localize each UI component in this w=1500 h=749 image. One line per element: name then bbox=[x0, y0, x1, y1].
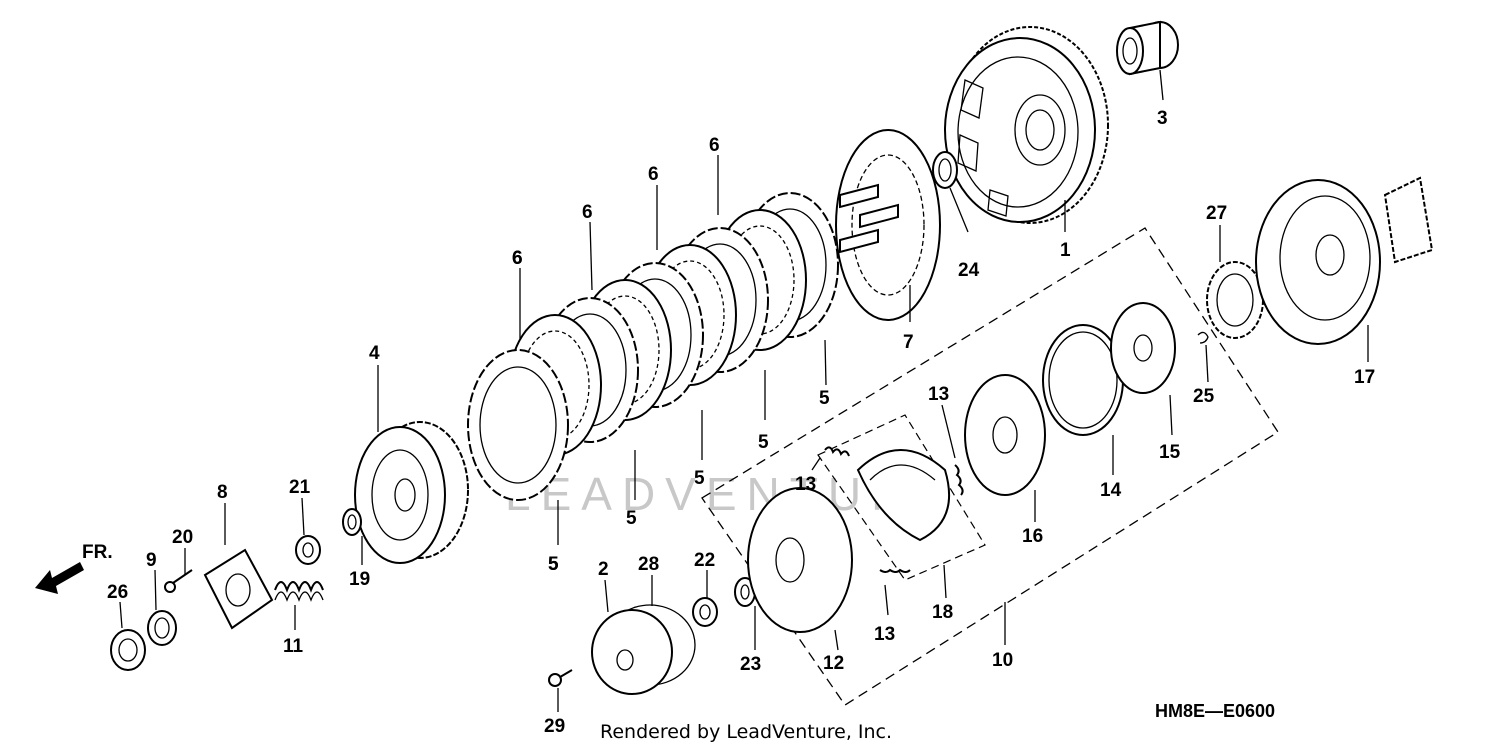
label-3: 3 bbox=[1157, 108, 1168, 129]
label-6: 6 bbox=[512, 248, 523, 269]
render-credit: Rendered by LeadVenture, Inc. bbox=[600, 721, 892, 743]
part-13-spring[interactable] bbox=[954, 464, 964, 496]
front-direction-arrow: FR. bbox=[35, 542, 113, 594]
label-20: 20 bbox=[172, 527, 193, 548]
label-16: 16 bbox=[1022, 526, 1043, 547]
label-7: 7 bbox=[903, 332, 914, 353]
part-13-spring[interactable] bbox=[879, 568, 911, 573]
label-24: 24 bbox=[958, 260, 980, 281]
part-15-plate[interactable] bbox=[1110, 302, 1176, 394]
label-11: 11 bbox=[283, 636, 304, 657]
part-26-bearing[interactable] bbox=[110, 629, 146, 671]
label-13: 13 bbox=[874, 624, 895, 645]
label-21: 21 bbox=[289, 477, 311, 498]
part-21-nut[interactable] bbox=[295, 535, 321, 565]
label-6: 6 bbox=[512, 248, 523, 269]
label-15: 15 bbox=[1159, 442, 1181, 463]
label-6: 6 bbox=[582, 202, 593, 223]
part-11-spring[interactable] bbox=[274, 581, 324, 602]
assembly-outline-10 bbox=[701, 227, 1279, 706]
label-29: 29 bbox=[544, 716, 565, 737]
part-5-friction-disc[interactable] bbox=[467, 349, 569, 501]
label-14: 14 bbox=[1100, 480, 1122, 501]
label-27: 27 bbox=[1206, 203, 1227, 224]
label-2: 2 bbox=[598, 559, 609, 580]
part-2-cover[interactable] bbox=[591, 609, 673, 695]
assembly-outline-18 bbox=[817, 414, 986, 581]
part-1-clutch-outer[interactable] bbox=[944, 26, 1109, 224]
label-17: 17 bbox=[1354, 367, 1375, 388]
label-12: 12 bbox=[823, 653, 844, 674]
label-5: 5 bbox=[694, 468, 705, 489]
part-8-lifter-plate[interactable] bbox=[203, 548, 274, 630]
part-9-bearing[interactable] bbox=[147, 610, 177, 646]
label-10: 10 bbox=[992, 650, 1013, 671]
part-20-bolt[interactable] bbox=[164, 569, 193, 593]
figure-code: HM8E—E0600 bbox=[1155, 701, 1275, 721]
label-5: 5 bbox=[819, 388, 830, 409]
part-4-clutch-center[interactable] bbox=[354, 421, 469, 564]
part-22-nut[interactable] bbox=[692, 597, 718, 627]
label-25: 25 bbox=[1193, 386, 1215, 407]
part-3-collar[interactable] bbox=[1116, 20, 1179, 76]
part-25-clip[interactable] bbox=[1197, 331, 1209, 344]
label-13: 13 bbox=[795, 474, 816, 495]
label-9: 9 bbox=[146, 550, 157, 571]
label-5: 5 bbox=[548, 554, 559, 575]
leader-lines bbox=[119, 69, 1369, 712]
part-13-spring[interactable] bbox=[824, 446, 850, 457]
label-23: 23 bbox=[740, 654, 761, 675]
label-8: 8 bbox=[217, 482, 228, 503]
part-24-washer[interactable] bbox=[932, 151, 958, 189]
label-5: 5 bbox=[626, 508, 637, 529]
part-27-one-way-clutch[interactable] bbox=[1206, 261, 1264, 339]
label-4: 4 bbox=[369, 343, 380, 364]
part-19-washer[interactable] bbox=[342, 508, 362, 536]
svg-text:FR.: FR. bbox=[82, 542, 113, 563]
part-29-bolt[interactable] bbox=[548, 669, 573, 687]
label-19: 19 bbox=[349, 569, 370, 590]
label-13: 13 bbox=[928, 384, 949, 405]
label-22: 22 bbox=[694, 550, 715, 571]
part-18-weight-set[interactable] bbox=[856, 449, 951, 542]
part-14-ring[interactable] bbox=[1042, 324, 1124, 436]
part-17-clutch-drum[interactable] bbox=[1255, 176, 1434, 345]
label-26: 26 bbox=[107, 582, 128, 603]
part-7-pressure-plate[interactable] bbox=[835, 129, 941, 321]
label-6: 6 bbox=[709, 135, 720, 156]
part-16-plate[interactable] bbox=[964, 374, 1046, 496]
label-6: 6 bbox=[648, 164, 659, 185]
label-18: 18 bbox=[932, 602, 953, 623]
label-5: 5 bbox=[758, 432, 769, 453]
label-28: 28 bbox=[638, 554, 659, 575]
label-1: 1 bbox=[1060, 240, 1071, 261]
part-12-drive-plate[interactable] bbox=[747, 487, 853, 633]
label-5: 5 bbox=[548, 554, 559, 575]
part-labels: 3 1 24 7 6 6 6 6 6 5 5 5 5 5 5 4 19 8 20… bbox=[107, 108, 1375, 737]
